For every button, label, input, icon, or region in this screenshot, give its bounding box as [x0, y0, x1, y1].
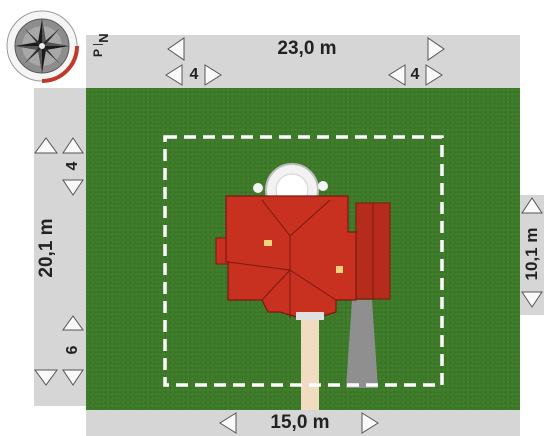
arrow-left-top	[34, 137, 58, 154]
bottom-width-label: 15,0 m	[270, 412, 330, 433]
entrance-canopy	[296, 312, 324, 320]
arrow-setback-right-a	[388, 64, 406, 86]
setback-rear-label: 6	[64, 345, 81, 355]
setback-right-top-label: 4	[410, 66, 420, 83]
setback-left-top-label: 4	[189, 66, 199, 83]
compass-separator	[93, 44, 103, 45]
bottom-dimension-band	[86, 410, 520, 436]
plot-depth-label: 20,1 m	[36, 218, 57, 278]
plot-width-label: 23,0 m	[277, 38, 337, 59]
arrow-right-bottom	[521, 291, 543, 308]
compass-rose-icon	[6, 10, 79, 83]
top-dimension-band	[86, 35, 520, 62]
arrow-front-b	[62, 179, 84, 196]
house-roof	[215, 163, 391, 320]
dimension-arrows	[34, 37, 543, 434]
arrow-top-left	[167, 37, 185, 61]
main-roof	[225, 195, 357, 319]
driveway	[346, 300, 378, 388]
arrow-setback-right-b	[425, 64, 443, 86]
arrow-bottom-right	[361, 412, 379, 434]
arrow-rear-a	[62, 315, 84, 331]
chimney	[264, 240, 272, 246]
roof-lantern	[253, 183, 263, 193]
arrow-setback-left-a	[165, 64, 183, 86]
arrow-top-right	[427, 37, 445, 61]
arrow-setback-left-b	[204, 64, 222, 86]
arrow-front-a	[62, 137, 84, 154]
footpath	[301, 318, 319, 410]
arrow-bottom-left	[219, 412, 237, 434]
arrow-right-top	[521, 197, 543, 214]
right-side-label: 10,1 m	[522, 227, 541, 281]
arrow-rear-b	[62, 369, 84, 386]
building-line	[163, 135, 444, 387]
top-setback-band	[86, 62, 520, 88]
compass-pole-label: P	[91, 49, 105, 58]
arrow-left-bottom	[34, 369, 58, 386]
setback-front-label: 4	[64, 161, 81, 171]
